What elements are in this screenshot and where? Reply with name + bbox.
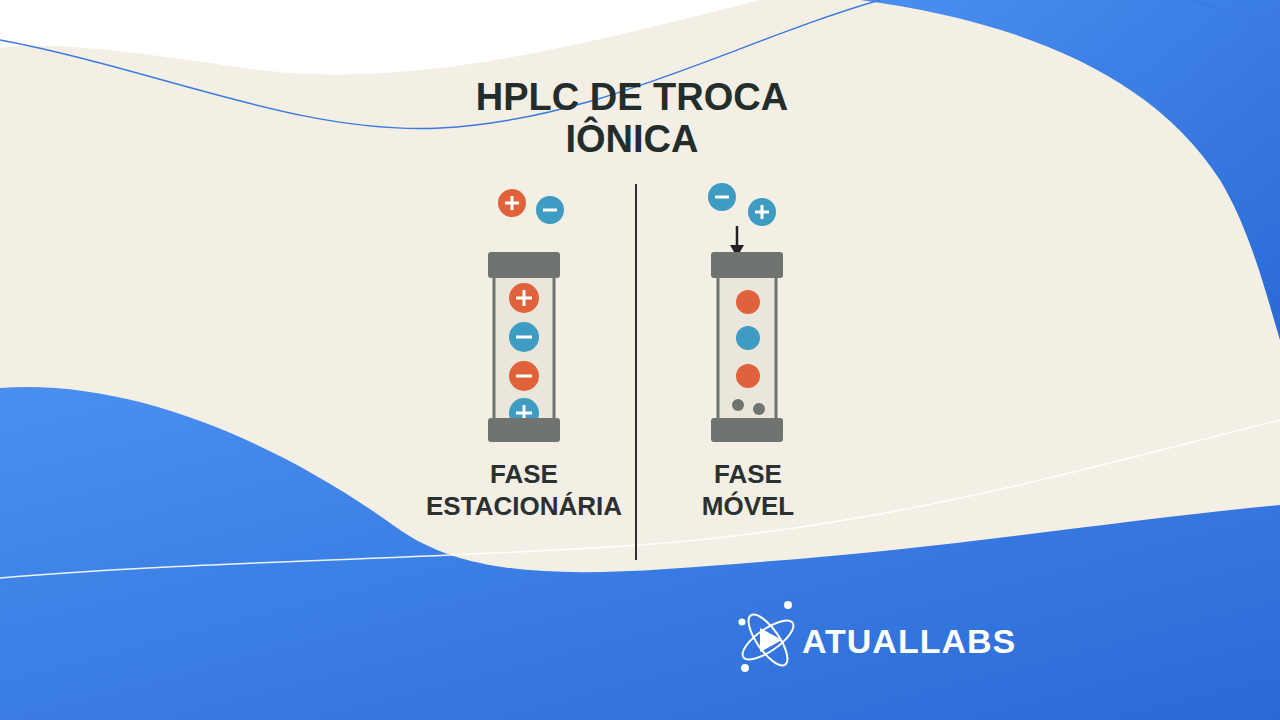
- phase-label: FASE MÓVEL: [702, 458, 794, 522]
- phase-label: FASE ESTACIONÁRIA: [426, 458, 622, 522]
- white-line: [0, 420, 1280, 578]
- mobile-column: [711, 252, 783, 442]
- label-wrap: ATUALLABS: [802, 621, 1016, 661]
- bottom-wave: [0, 387, 1280, 720]
- divider: [635, 184, 637, 560]
- logo-text: ATUALLABS: [802, 621, 1016, 661]
- title-wrap: HPLC DE TROCA IÔNICA: [442, 76, 822, 160]
- ion-plus: [498, 189, 526, 217]
- label-wrap: FASE ESTACIONÁRIA: [426, 458, 622, 522]
- logo-icon: [737, 602, 799, 671]
- top-wave: [0, 0, 760, 75]
- ion-minus: [708, 183, 736, 211]
- label-wrap: FASE MÓVEL: [702, 458, 794, 522]
- title: HPLC DE TROCA IÔNICA: [442, 76, 822, 160]
- top-right-wave: [860, 0, 1280, 340]
- ion-minus: [536, 196, 564, 224]
- stationary-column: [488, 252, 560, 442]
- ion-plus: [748, 198, 776, 226]
- blue-line: [1190, 0, 1280, 30]
